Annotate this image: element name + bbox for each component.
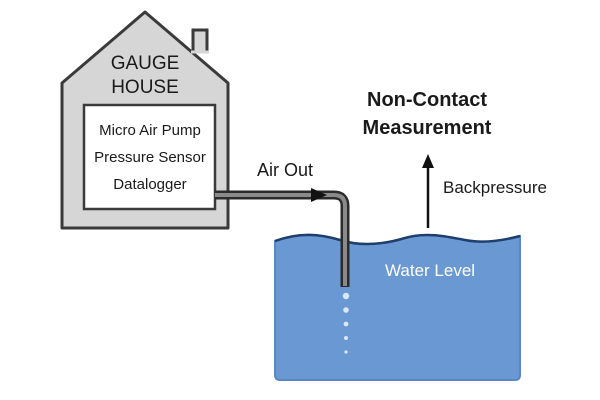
bubble (344, 350, 348, 354)
water-body (274, 233, 521, 381)
component-pressure-sensor: Pressure Sensor (94, 149, 206, 166)
measurement-heading: Non-Contact Measurement (336, 86, 518, 142)
gauge-house-title-line2: HOUSE (111, 77, 179, 98)
equipment-box (82, 103, 217, 211)
backpressure-arrowhead (422, 154, 434, 168)
house-chimney (191, 28, 209, 54)
bubble (344, 336, 348, 340)
water-surface-line (274, 233, 521, 246)
gauge-house-title: GAUGE HOUSE (75, 52, 215, 100)
component-datalogger: Datalogger (113, 176, 187, 193)
measurement-heading-line2: Measurement (362, 117, 492, 139)
backpressure-label: Backpressure (443, 178, 547, 197)
water-level-label: Water Level (385, 261, 476, 280)
bubble (343, 307, 349, 313)
bubble (342, 292, 350, 300)
component-micro-air-pump: Micro Air Pump (99, 122, 201, 139)
air-out-label: Air Out (257, 160, 314, 180)
bubble (343, 321, 349, 327)
measurement-heading-line1: Non-Contact (367, 89, 487, 111)
air-bubbles (342, 292, 350, 354)
gauge-house-title-line1: GAUGE (110, 53, 180, 74)
air-out-arrowhead (311, 188, 327, 202)
